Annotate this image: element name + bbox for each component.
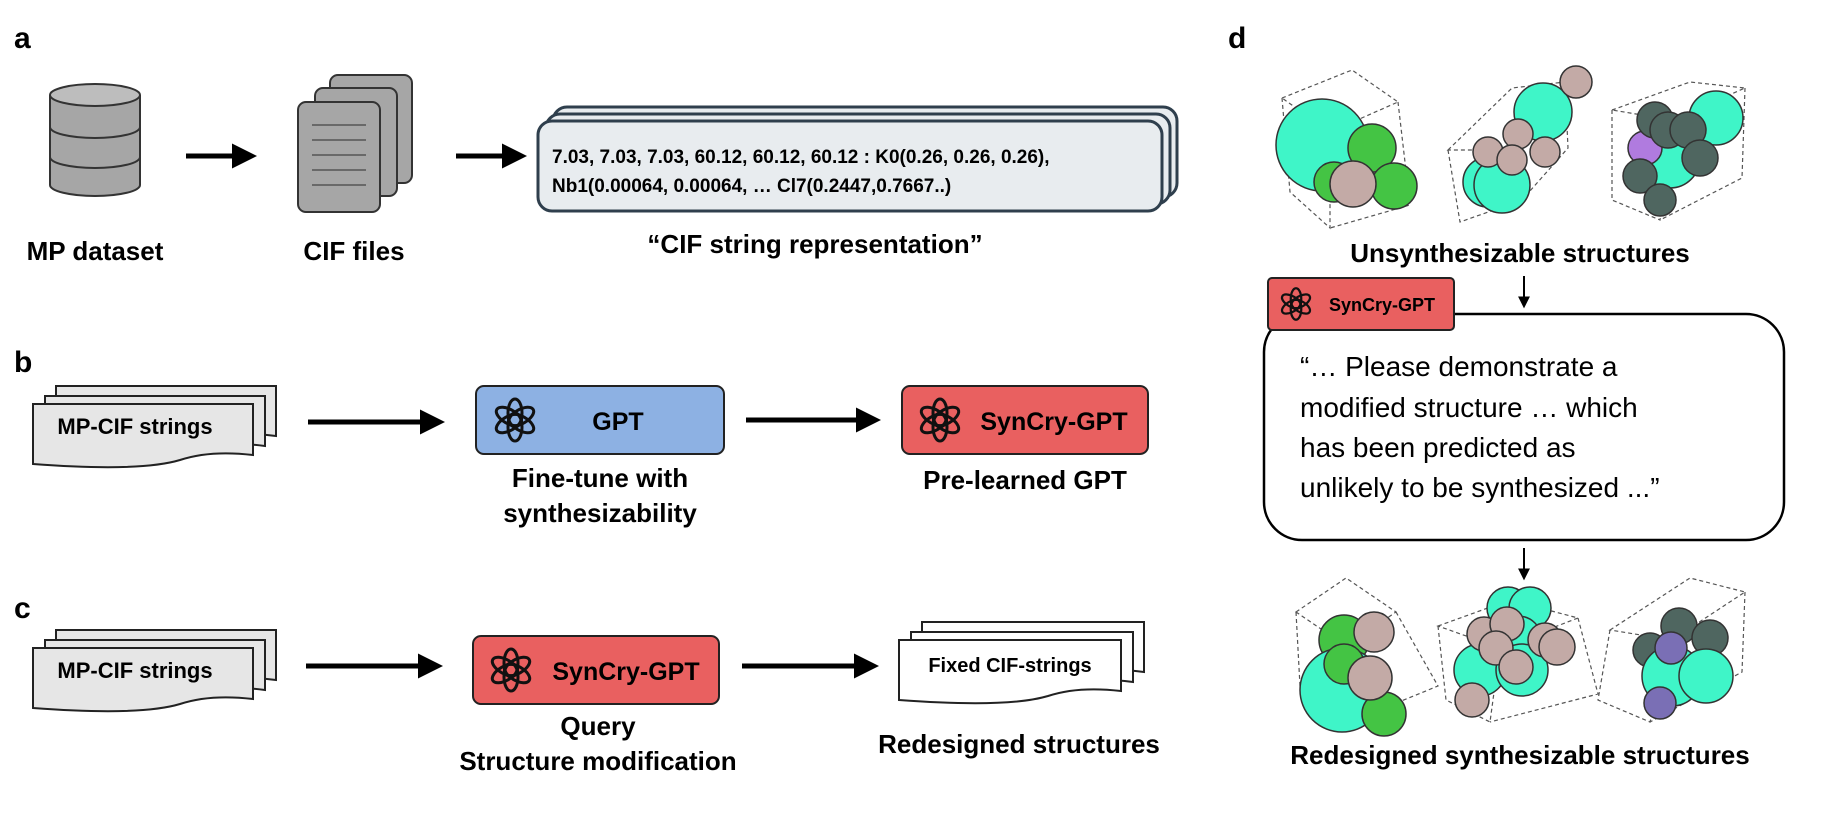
mp-cif-label-b: MP-CIF strings bbox=[57, 414, 212, 439]
panel-b: b MP-CIF strings GPT Fine-tune with synt… bbox=[14, 346, 1149, 528]
database-icon bbox=[49, 83, 141, 197]
panel-a: a MP dataset CIF files 7.03, 7.03, 7.03, bbox=[14, 22, 1179, 266]
cif-string-box: 7.03, 7.03, 7.03, 60.12, 60.12, 60.12 : … bbox=[536, 105, 1179, 213]
crystal-structure-top-2 bbox=[1446, 65, 1593, 223]
prompt-line4: unlikely to be synthesized ...” bbox=[1300, 472, 1660, 503]
cif-string-caption: “CIF string representation” bbox=[647, 229, 982, 259]
unsynthesizable-caption: Unsynthesizable structures bbox=[1350, 238, 1690, 268]
fixed-cif-label: Fixed CIF-strings bbox=[928, 655, 1091, 677]
gpt-label: GPT bbox=[592, 408, 643, 436]
syncry-gpt-box-b: SynCry-GPT bbox=[901, 385, 1149, 455]
panel-letter-b: b bbox=[14, 346, 32, 379]
cif-string-line1: 7.03, 7.03, 7.03, 60.12, 60.12, 60.12 : … bbox=[552, 147, 1050, 168]
cif-files-icon bbox=[297, 74, 413, 213]
fixed-cif-caption: Redesigned structures bbox=[878, 729, 1160, 759]
syncry-caption-c-line1: Query bbox=[560, 711, 636, 741]
syncry-gpt-caption-b: Pre-learned GPT bbox=[923, 465, 1127, 495]
crystal-structure-bottom-3 bbox=[1597, 577, 1747, 723]
panel-letter-d: d bbox=[1228, 22, 1246, 55]
syncry-gpt-label-c: SynCry-GPT bbox=[552, 658, 699, 686]
prompt-line3: has been predicted as bbox=[1300, 432, 1576, 463]
crystal-structure-bottom-1 bbox=[1294, 577, 1439, 737]
syncry-badge-label: SynCry-GPT bbox=[1329, 295, 1435, 315]
syncry-gpt-badge: SynCry-GPT bbox=[1267, 277, 1455, 331]
prompt-bubble: “… Please demonstrate a modified structu… bbox=[1262, 312, 1786, 542]
syncry-caption-c-line2: Structure modification bbox=[459, 746, 736, 776]
prompt-line2: modified structure … which bbox=[1300, 392, 1638, 423]
panel-letter-c: c bbox=[14, 592, 31, 625]
panel-letter-a: a bbox=[14, 22, 31, 55]
fixed-cif-document: Fixed CIF-strings bbox=[898, 621, 1145, 705]
gpt-caption-line2: synthesizability bbox=[503, 498, 697, 528]
crystal-structure-top-3 bbox=[1609, 81, 1748, 221]
syncry-gpt-box-c: SynCry-GPT bbox=[472, 635, 720, 705]
mp-cif-label-c: MP-CIF strings bbox=[57, 658, 212, 683]
prompt-line1: “… Please demonstrate a bbox=[1300, 351, 1618, 382]
crystal-structure-bottom-2 bbox=[1436, 586, 1599, 723]
mp-cif-document-c: MP-CIF strings bbox=[32, 629, 277, 713]
panel-c: c MP-CIF strings SynCry-GPT Query Struct… bbox=[14, 592, 1160, 776]
panel-d: d bbox=[1228, 22, 1786, 770]
crystal-structure-top-1 bbox=[1275, 69, 1418, 230]
cif-files-label: CIF files bbox=[303, 236, 404, 266]
syncry-gpt-label-b: SynCry-GPT bbox=[980, 408, 1127, 436]
cif-string-line2: Nb1(0.00064, 0.00064, … Cl7(0.2447,0.766… bbox=[552, 176, 951, 197]
mp-cif-document-b: MP-CIF strings bbox=[32, 385, 277, 469]
redesigned-synthesizable-caption: Redesigned synthesizable structures bbox=[1290, 740, 1749, 770]
gpt-caption-line1: Fine-tune with bbox=[512, 463, 688, 493]
gpt-box: GPT bbox=[475, 385, 725, 455]
database-label: MP dataset bbox=[27, 236, 164, 266]
